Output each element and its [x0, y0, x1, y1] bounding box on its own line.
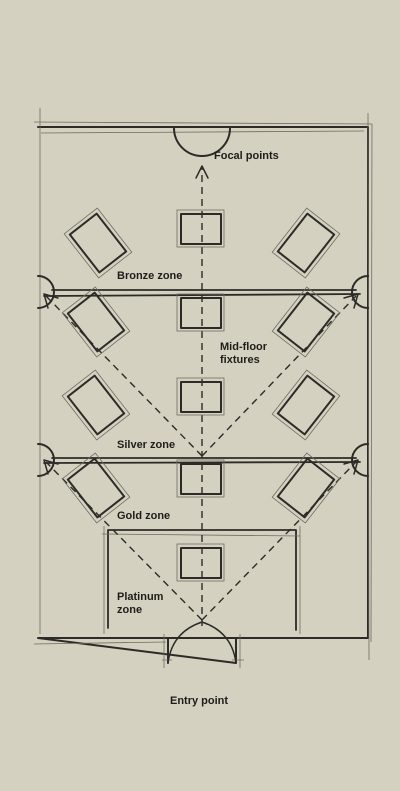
- silver-zone-label: Silver zone: [117, 439, 176, 451]
- center-fixtures: [176, 209, 225, 582]
- platinum-zone-label-line1: Platinum: [117, 591, 164, 603]
- sightline-arrowheads: [43, 165, 359, 475]
- mid-floor-fixtures-label-line2: fixtures: [220, 354, 260, 366]
- fixture: [271, 286, 341, 358]
- fixture: [61, 452, 131, 524]
- store-outline: [33, 108, 373, 668]
- fixture: [63, 207, 133, 279]
- mid-floor-fixtures-label-line1: Mid-floor: [220, 341, 268, 353]
- fixture: [271, 452, 341, 524]
- fixture: [176, 459, 225, 498]
- fixture: [61, 286, 131, 358]
- fixture: [61, 369, 131, 441]
- gold-zone-label: Gold zone: [117, 510, 171, 522]
- fixture: [176, 377, 225, 416]
- fixture: [176, 543, 225, 582]
- sightlines: [45, 168, 357, 626]
- platinum-zone-boundary: [101, 526, 301, 634]
- bronze-zone-label: Bronze zone: [117, 270, 183, 282]
- entry-doors: [167, 621, 237, 664]
- side-fixtures: [61, 207, 341, 524]
- fixture: [176, 209, 225, 248]
- zone-dividers: [43, 289, 361, 464]
- fixture: [176, 293, 225, 332]
- fixture: [271, 369, 341, 441]
- platinum-zone-label-line2: zone: [117, 604, 143, 616]
- focal-point-arcs: [37, 127, 369, 477]
- focal-points-label: Focal points: [214, 150, 279, 162]
- entry-point-label: Entry point: [170, 695, 229, 707]
- fixture: [271, 207, 341, 279]
